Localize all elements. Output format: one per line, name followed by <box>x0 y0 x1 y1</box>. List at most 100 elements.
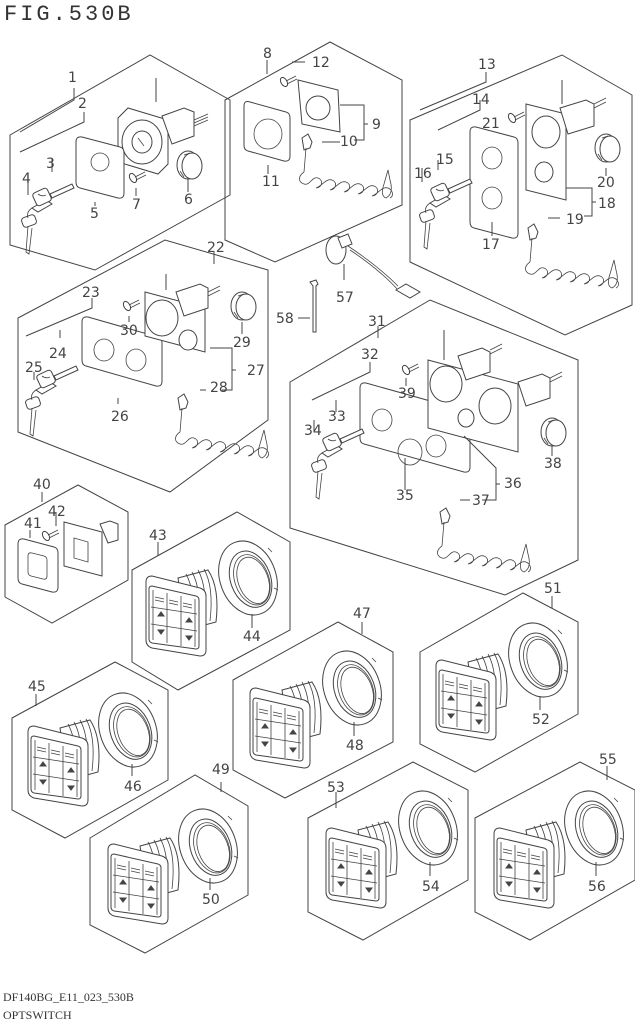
keypad-switch-53 <box>325 820 398 909</box>
callout-54: 54 <box>422 879 440 895</box>
callout-24: 24 <box>49 346 67 362</box>
cap-part-29 <box>230 291 257 321</box>
switch-panel-part-5 <box>75 136 125 199</box>
callout-41: 41 <box>24 516 42 532</box>
callout-16: 16 <box>414 166 432 182</box>
callout-52: 52 <box>532 712 550 728</box>
lanyard-part-37 <box>437 507 531 573</box>
screw-part-7 <box>127 171 147 185</box>
vertical-panel-part-17 <box>469 126 519 239</box>
callout-20: 20 <box>597 175 615 191</box>
callout-50: 50 <box>202 892 220 908</box>
assembly-55-frame <box>474 761 635 941</box>
assembly-43-keypad <box>131 511 291 691</box>
callout-43: 43 <box>149 528 167 544</box>
keypad-switch-43 <box>145 568 218 657</box>
callout-13: 13 <box>478 57 496 73</box>
callout-51: 51 <box>544 581 562 597</box>
callout-57: 57 <box>336 290 354 306</box>
callout-15: 15 <box>436 152 454 168</box>
callout-labels: 1 2 3 4 5 6 7 8 9 10 11 12 13 14 15 16 1… <box>22 46 617 908</box>
callout-9: 9 <box>372 117 381 133</box>
assembly-49-frame <box>89 774 249 954</box>
callout-37: 37 <box>472 493 490 509</box>
assembly-53-frame <box>307 761 469 941</box>
assembly-51-frame <box>419 592 579 773</box>
callout-3: 3 <box>46 156 55 172</box>
callout-48: 48 <box>346 738 364 754</box>
callout-36: 36 <box>504 476 522 492</box>
screw-part-12 <box>278 75 298 89</box>
lanyard-part-28 <box>175 393 269 459</box>
callout-33: 33 <box>328 409 346 425</box>
part-57-harness <box>325 233 421 299</box>
screw-part-39 <box>400 363 420 377</box>
callout-18: 18 <box>598 196 616 212</box>
assembly-22-key-stop-horizontal <box>17 239 269 493</box>
callout-45: 45 <box>28 679 46 695</box>
ring-nut-part-52 <box>498 614 578 706</box>
screw-part-21 <box>506 111 526 125</box>
assembly-13-key-stop-vertical <box>409 54 633 336</box>
callout-22: 22 <box>207 240 225 256</box>
callout-8: 8 <box>263 46 272 62</box>
screw-part-30 <box>121 299 141 313</box>
callout-1: 1 <box>68 70 77 86</box>
assembly-55-keypad <box>474 761 635 941</box>
assembly-45-frame <box>11 661 169 839</box>
figure-code: DF140BG_E11_023_530B <box>3 990 134 1004</box>
callout-2: 2 <box>78 96 87 112</box>
callout-55: 55 <box>599 752 617 768</box>
callout-12: 12 <box>312 55 330 71</box>
callout-17: 17 <box>482 237 500 253</box>
assembly-13-frame <box>409 54 633 336</box>
cap-part-20 <box>594 133 621 163</box>
assembly-1-frame <box>9 54 231 271</box>
callout-56: 56 <box>588 879 606 895</box>
keypad-switch-47 <box>249 680 322 769</box>
callout-31: 31 <box>368 314 386 330</box>
assembly-40-rocker-switch <box>4 484 129 624</box>
callout-47: 47 <box>353 606 371 622</box>
assembly-47-frame <box>232 621 394 799</box>
callout-25: 25 <box>25 360 43 376</box>
callout-46: 46 <box>124 779 142 795</box>
callout-7: 7 <box>132 197 141 213</box>
callout-26: 26 <box>111 409 129 425</box>
callout-11: 11 <box>262 174 280 190</box>
callout-28: 28 <box>210 380 228 396</box>
part-58-cable-tie <box>298 279 319 333</box>
lanyard-part-19 <box>525 223 619 289</box>
callout-38: 38 <box>544 456 562 472</box>
ring-nut-part-48 <box>312 642 392 734</box>
callout-53: 53 <box>327 780 345 796</box>
ring-nut-part-54 <box>388 782 468 874</box>
assembly-8-frame <box>224 41 403 263</box>
callout-29: 29 <box>233 335 251 351</box>
key-part-33 <box>310 428 365 500</box>
ring-nut-part-56 <box>554 782 634 874</box>
assembly-1-single-key-switch <box>9 54 231 271</box>
callout-42: 42 <box>48 504 66 520</box>
callout-58: 58 <box>276 311 294 327</box>
assembly-45-keypad <box>11 661 169 839</box>
rocker-switch-body <box>63 521 103 577</box>
callout-40: 40 <box>33 477 51 493</box>
figure-name: OPTSWITCH <box>3 1008 72 1022</box>
assembly-53-keypad <box>307 761 469 941</box>
assembly-47-keypad <box>232 621 394 799</box>
assembly-22-frame <box>17 239 269 493</box>
callout-14: 14 <box>472 92 490 108</box>
assembly-8-stop-switch <box>224 41 403 263</box>
assembly-31-dual-key-panel <box>289 299 579 596</box>
callout-34: 34 <box>304 423 322 439</box>
callout-49: 49 <box>212 762 230 778</box>
callout-27: 27 <box>247 363 265 379</box>
callout-10: 10 <box>340 134 358 150</box>
assembly-31-frame <box>289 299 579 596</box>
cap-part-6 <box>176 150 203 180</box>
rocker-bezel-part-41 <box>17 538 59 593</box>
callout-21: 21 <box>482 116 500 132</box>
key-part-15 <box>418 178 473 250</box>
